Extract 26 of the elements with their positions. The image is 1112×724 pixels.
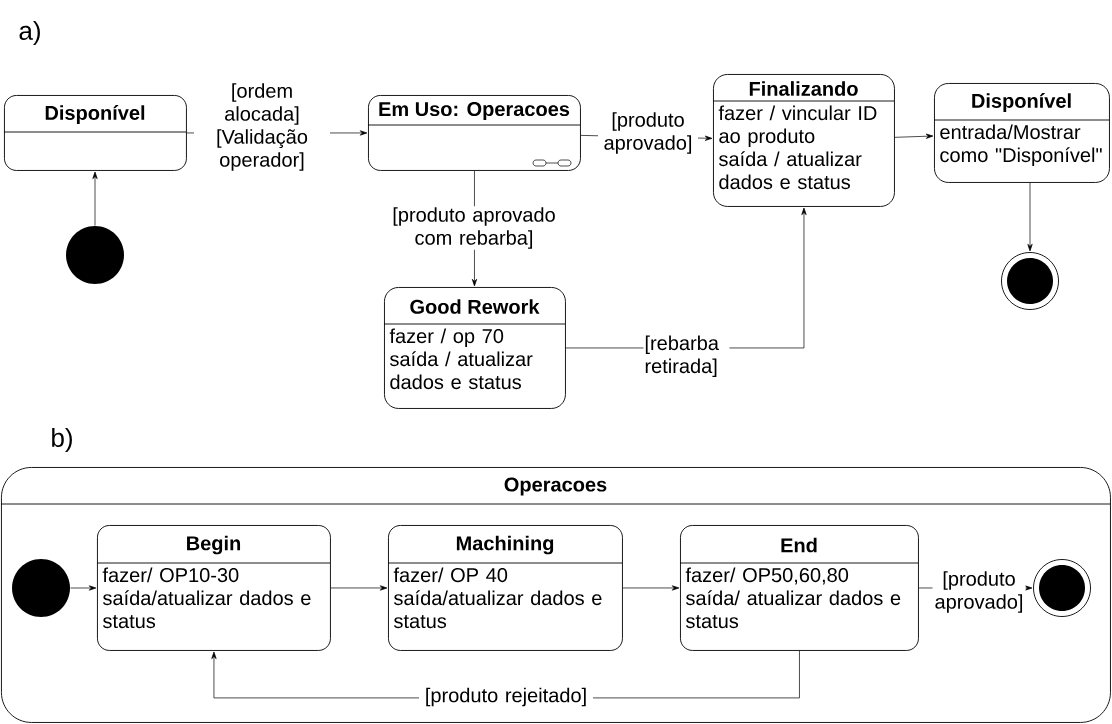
arrow xyxy=(894,133,934,139)
panel-label: b) xyxy=(52,427,72,453)
state-box: Machining fazer/ OP 40 saída/atualizar dados e status xyxy=(387,525,623,651)
final-state xyxy=(1033,559,1091,617)
edge-label: [ordem alocada] [Validação operador] xyxy=(194,82,330,172)
initial-state xyxy=(12,559,70,617)
edge-label: [produto aprovado] xyxy=(598,111,698,155)
edge-label: [produto aprovado com rebarba] xyxy=(387,206,561,250)
arrow xyxy=(1027,182,1033,252)
final-state xyxy=(1001,252,1059,310)
edge-label: [rebarba retirada] xyxy=(643,334,730,379)
arrow xyxy=(92,171,98,226)
state-box: Good Rework fazer / op 70 saída / atualizar dados e status xyxy=(383,287,566,409)
state-box: Em Uso: Operacoes xyxy=(367,95,581,171)
initial-state xyxy=(66,226,124,284)
state-box: Begin fazer/ OP10-30 saída/atualizar dados e status xyxy=(96,525,331,651)
edge-label: [produto rejeitado] xyxy=(419,686,593,708)
arrow xyxy=(70,585,97,591)
arrow xyxy=(622,585,680,591)
panel-label: a) xyxy=(19,20,40,46)
edge-label: [produto aprovado] xyxy=(932,570,1026,614)
state-box: End fazer/ OP50,60,80 saída/ atualizar dados e status xyxy=(679,525,919,651)
state-box: Disponível xyxy=(3,95,187,171)
arrow xyxy=(330,585,388,591)
state-box: Disponível entrada/Mostrar como "Disponível" xyxy=(933,83,1110,183)
state-box: Finalizando fazer / vincular ID ao produto saída / atualizar dados e status xyxy=(712,74,895,207)
